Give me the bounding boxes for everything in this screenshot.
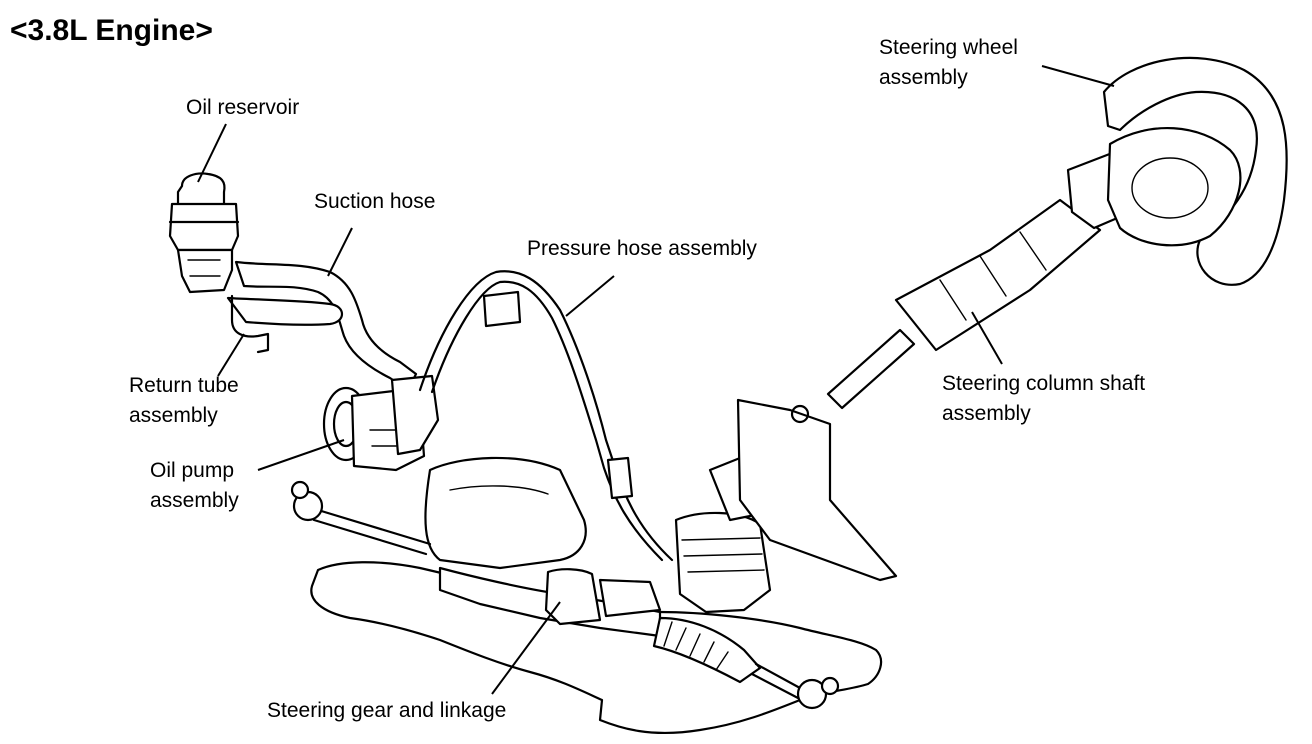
label-steering-wheel-line1: Steering wheel bbox=[879, 36, 1018, 59]
label-oil-reservoir-text: Oil reservoir bbox=[186, 96, 300, 119]
label-steering-column: Steering column shaft assembly bbox=[942, 369, 1145, 429]
leader-oil-pump bbox=[257, 439, 345, 471]
label-oil-pump-line2: assembly bbox=[150, 489, 239, 512]
label-suction-hose: Suction hose bbox=[314, 187, 435, 217]
label-steering-column-line1: Steering column shaft bbox=[942, 372, 1146, 395]
leader-steering-wheel bbox=[1041, 65, 1115, 87]
label-pressure-hose: Pressure hose assembly bbox=[527, 234, 757, 264]
leader-lines bbox=[197, 65, 1115, 695]
label-oil-pump: Oil pump assembly bbox=[150, 456, 239, 516]
diagram-title: <3.8L Engine> bbox=[10, 14, 213, 47]
label-pressure-hose-text: Pressure hose assembly bbox=[527, 237, 757, 260]
label-return-tube-line1: Return tube bbox=[129, 374, 239, 397]
label-suction-hose-text: Suction hose bbox=[314, 190, 436, 213]
leader-pressure-hose bbox=[565, 275, 615, 317]
leader-oil-reservoir bbox=[197, 123, 227, 183]
label-steering-wheel: Steering wheel assembly bbox=[879, 33, 1018, 93]
label-oil-reservoir: Oil reservoir bbox=[186, 93, 299, 123]
oil-reservoir bbox=[168, 172, 240, 294]
leader-suction-hose bbox=[327, 227, 353, 277]
label-steering-gear-text: Steering gear and linkage bbox=[267, 699, 507, 722]
leader-return-tube bbox=[217, 333, 245, 377]
column-bracket bbox=[736, 398, 898, 582]
suction-hose bbox=[234, 260, 418, 392]
label-return-tube-line2: assembly bbox=[129, 404, 218, 427]
label-steering-wheel-line2: assembly bbox=[879, 66, 968, 89]
label-steering-gear: Steering gear and linkage bbox=[267, 696, 506, 726]
label-steering-column-line2: assembly bbox=[942, 402, 1031, 425]
steering-wheel bbox=[1102, 56, 1288, 286]
label-oil-pump-line1: Oil pump bbox=[150, 459, 235, 482]
leader-steering-gear bbox=[491, 601, 561, 695]
oil-pump bbox=[322, 374, 440, 472]
label-return-tube: Return tube assembly bbox=[129, 371, 239, 431]
leader-steering-column bbox=[971, 311, 1003, 365]
